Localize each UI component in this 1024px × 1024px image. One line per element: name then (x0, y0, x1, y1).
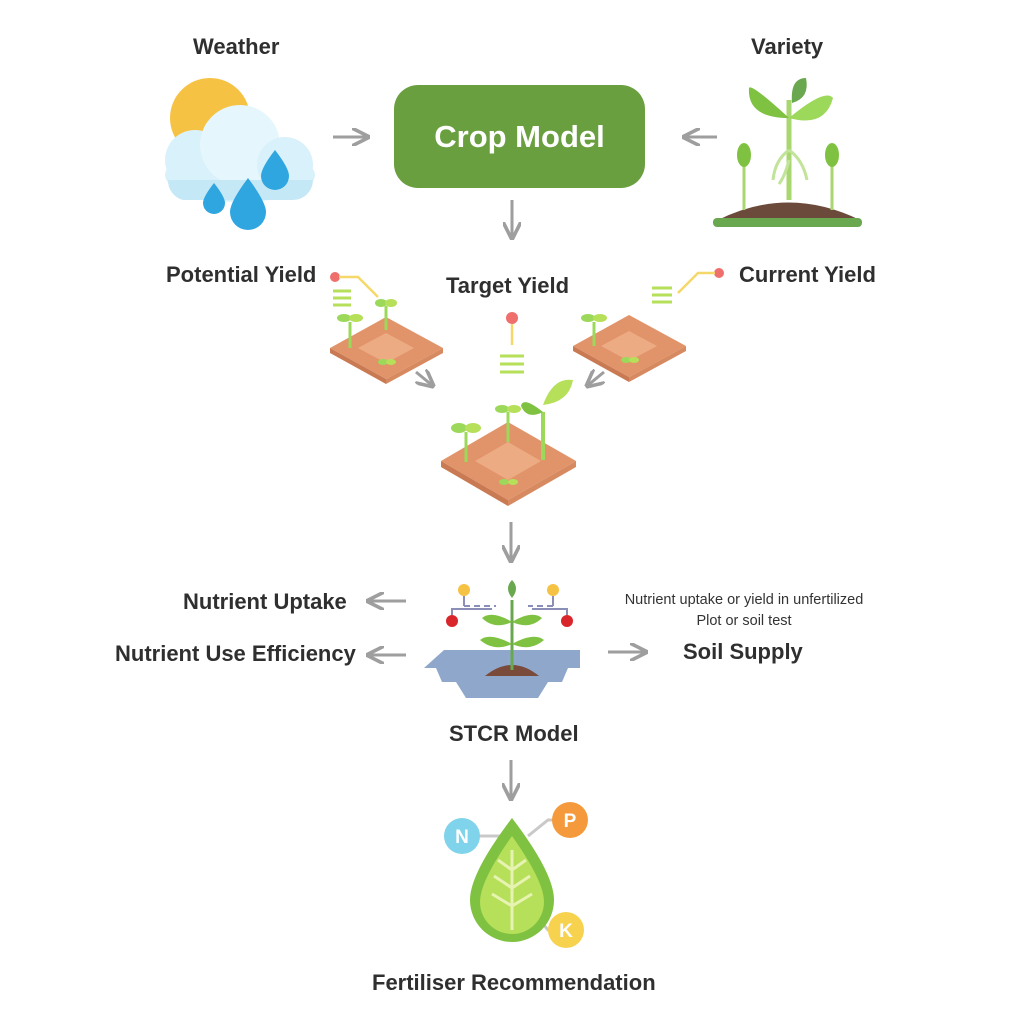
crop-model-label: Crop Model (434, 118, 605, 154)
nitrogen-circle (444, 818, 480, 854)
label-nutrient-uptake: Nutrient Uptake (183, 589, 347, 614)
arrow-current-to-target (587, 372, 604, 386)
label-current-yield: Current Yield (739, 262, 876, 287)
seedling-icon (713, 78, 862, 227)
nutrient-k: K (559, 921, 573, 942)
label-potential-yield: Potential Yield (166, 262, 317, 287)
field-plot-icon (441, 379, 576, 506)
field-plot-icon (573, 268, 724, 382)
label-fertiliser-recommendation: Fertiliser Recommendation (372, 970, 656, 995)
label-weather: Weather (193, 34, 280, 59)
soil-supply-note-line2: Plot or soil test (696, 613, 792, 630)
weather-icon (165, 78, 315, 230)
nutrient-p: P (564, 811, 577, 832)
label-variety: Variety (751, 34, 824, 59)
label-soil-supply: Soil Supply (683, 639, 803, 664)
field-plot-icon (330, 272, 443, 384)
leaf-npk-icon: N P K (444, 802, 588, 948)
label-nutrient-use-efficiency: Nutrient Use Efficiency (115, 641, 356, 666)
label-stcr-model: STCR Model (449, 721, 579, 746)
nutrient-n: N (455, 827, 469, 848)
potassium-circle (548, 912, 584, 948)
soil-supply-note-line1: Nutrient uptake or yield in unfertilized (624, 592, 864, 608)
stcr-plant-gear-icon (424, 580, 580, 698)
arrow-potential-to-target (416, 372, 433, 386)
label-target-yield: Target Yield (446, 273, 570, 298)
phosphorus-circle (552, 802, 588, 838)
crop-model-box: Crop Model (394, 85, 645, 188)
target-marker-icon (500, 312, 524, 374)
soil-supply-note: Nutrient uptake or yield in unfertilized… (604, 590, 884, 632)
